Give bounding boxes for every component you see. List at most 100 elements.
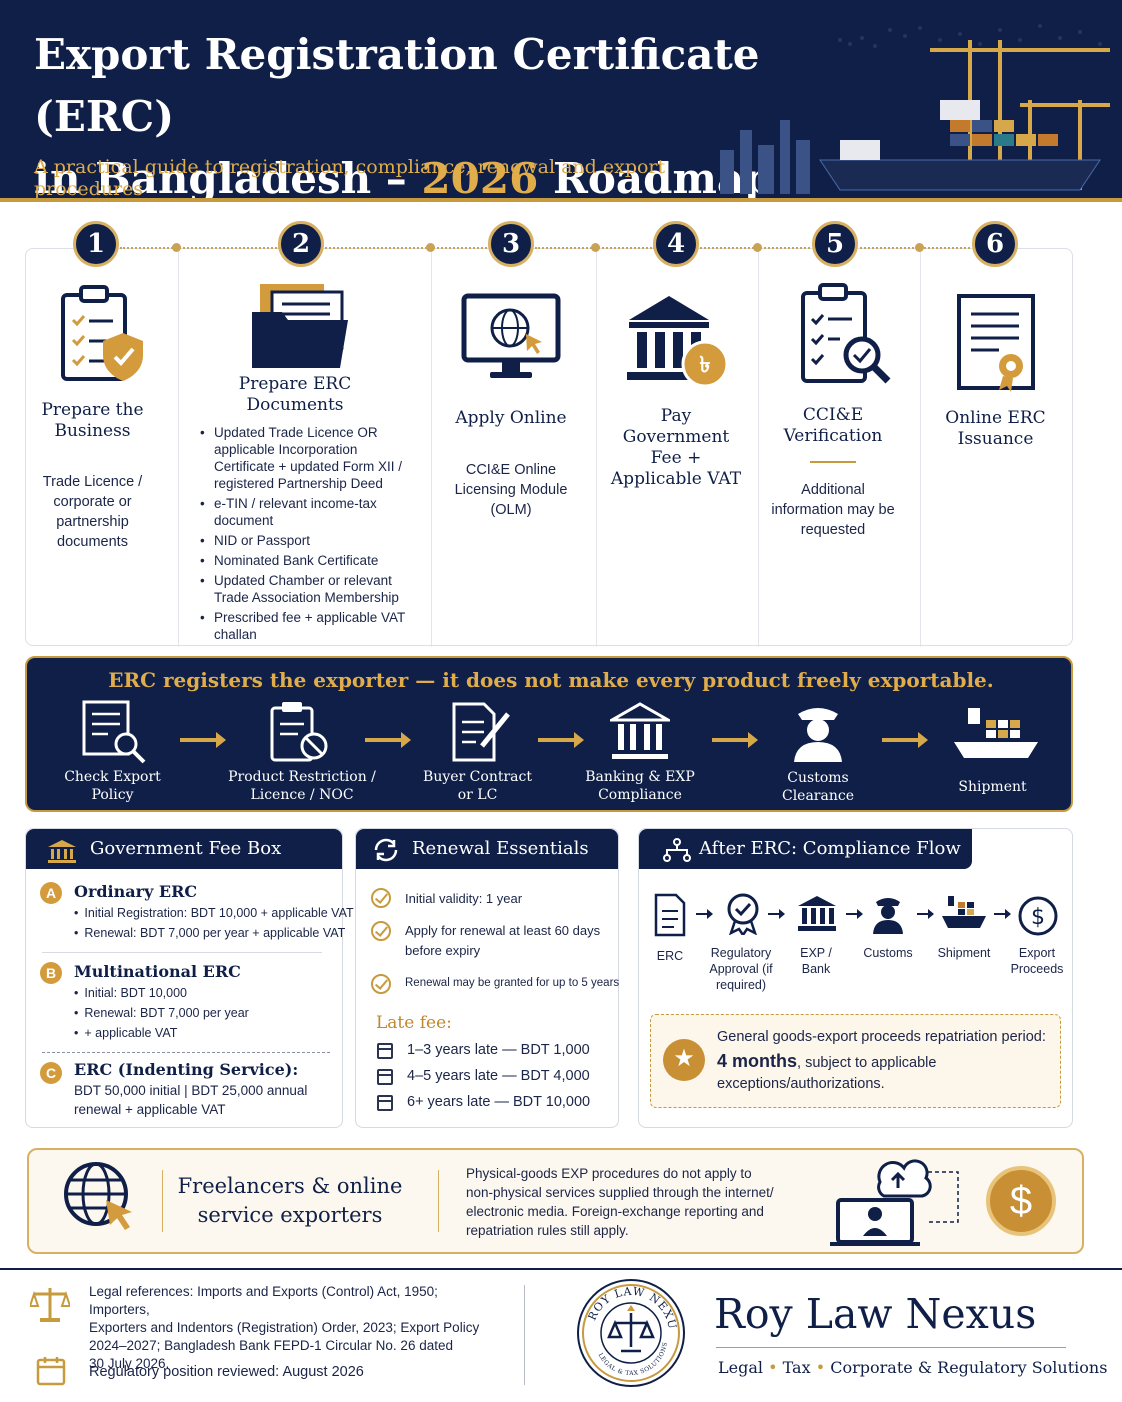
flow-arrow — [180, 732, 226, 748]
connector-dot — [915, 243, 924, 252]
page-subtitle: A practical guide to registration, compl… — [34, 156, 666, 200]
flow-arrow — [365, 732, 411, 748]
compliance-step: Customs — [863, 946, 913, 960]
renewal-item: Initial validity: 1 year — [405, 891, 523, 906]
dollar-coin-icon: $ — [986, 1166, 1056, 1236]
step-number-3: 3 — [488, 221, 534, 267]
repatriation-period: 4 months — [717, 1051, 798, 1071]
connector-dot — [426, 243, 435, 252]
svg-text:$: $ — [1031, 905, 1045, 930]
fee-box-title: Government Fee Box — [90, 838, 282, 859]
step-divider — [920, 249, 921, 647]
compliance-box-header: After ERC: Compliance Flow — [639, 829, 972, 869]
late-fee-title: Late fee: — [376, 1013, 452, 1033]
connector — [120, 247, 280, 249]
step-3-desc: CCI&E Online Licensing Module (OLM) — [454, 462, 568, 518]
check-icon — [371, 974, 391, 994]
flow-arrow — [882, 732, 928, 748]
banner-headline: ERC registers the exporter — it does not… — [108, 668, 994, 692]
svg-text:৳: ৳ — [700, 353, 711, 378]
flow-step-2: Product Restriction / Licence / NOC — [228, 769, 376, 803]
flow-step-6: Shipment — [958, 779, 1027, 795]
renewal-item: Apply for renewal at least 60 days — [405, 923, 601, 938]
bank-taka-icon: ৳ — [627, 296, 729, 388]
flow-arrow — [917, 909, 934, 919]
step-4-title: Pay Government Fee + Applicable VAT — [610, 406, 742, 489]
footer-rule — [0, 1268, 1122, 1270]
compliance-box-title: After ERC: Compliance Flow — [699, 838, 961, 859]
dollar-coin-icon: $ — [1018, 896, 1058, 936]
indenting-erc-title: ERC (Indenting Service): — [74, 1060, 299, 1079]
bank-icon — [798, 896, 836, 931]
compliance-step: Export Proceeds — [1010, 946, 1064, 976]
step-number-2: 2 — [278, 221, 324, 267]
note-line-2: 4 months, subject to applicable — [717, 1051, 937, 1071]
step-5-desc: Additional information may be requested — [771, 482, 895, 538]
renewal-box-header: Renewal Essentials — [356, 829, 618, 869]
cargo-ship-icon — [942, 896, 986, 928]
compliance-step: Shipment — [937, 946, 991, 960]
step-divider — [431, 249, 432, 647]
page-title: Export Registration Certificate (ERC) in… — [34, 24, 814, 202]
renewal-item: Renewal may be granted for up to 5 years — [405, 977, 620, 989]
repatriation-note: ★ General goods-export proceeds repatria… — [650, 1014, 1061, 1108]
list-item: Updated Chamber or relevant Trade Associ… — [198, 572, 418, 606]
header-rule — [0, 198, 1122, 202]
ordinary-erc-title: Ordinary ERC — [74, 882, 198, 901]
fee-item: + applicable VAT — [74, 1026, 177, 1040]
checklist-magnifier-icon — [801, 283, 891, 384]
freelancers-text: Physical-goods EXP procedures do not app… — [466, 1166, 774, 1238]
check-icon — [371, 888, 391, 908]
flow-arrow — [846, 909, 863, 919]
step-divider — [758, 249, 759, 647]
port-illustration — [720, 24, 1110, 194]
remote-work-illustration — [830, 1159, 959, 1246]
step-5-title: CCI&E Verification — [783, 405, 883, 446]
company-seal-logo: ROY LAW NEXUS LEGAL & TAX SOLUTIONS — [575, 1277, 685, 1387]
step-number-1: 1 — [73, 221, 119, 267]
flow-step-3: Buyer Contract or LC — [423, 769, 532, 803]
brand-rule — [716, 1347, 1066, 1348]
step-number-5: 5 — [812, 221, 858, 267]
list-item: Prescribed fee + applicable VAT challan — [198, 609, 418, 643]
brand-name: Roy Law Nexus — [714, 1290, 1037, 1338]
step-2-title: Prepare ERC Documents — [238, 374, 352, 415]
refresh-calendar-icon — [374, 838, 398, 862]
dollar-sign: $ — [1009, 1179, 1033, 1223]
step-divider — [178, 249, 179, 647]
fee-item: Initial Registration: BDT 10,000 + appli… — [74, 906, 353, 920]
approval-badge-icon — [727, 893, 759, 935]
fee-item: Renewal: BDT 7,000 per year + applicable… — [74, 926, 345, 940]
fee-box-header: Government Fee Box — [26, 829, 342, 869]
bank-building-icon — [610, 702, 670, 759]
list-item: e-TIN / relevant income-tax document — [198, 495, 418, 529]
customs-officer-icon — [794, 708, 842, 762]
note-line-3: exceptions/authorizations. — [717, 1076, 885, 1092]
flow-arrow — [994, 909, 1011, 919]
step-number-6: 6 — [972, 221, 1018, 267]
star-icon: ★ — [663, 1039, 705, 1081]
footer-divider — [524, 1285, 525, 1385]
header-banner: Export Registration Certificate (ERC) in… — [0, 0, 1122, 202]
restricted-clipboard-icon — [270, 702, 328, 762]
flow-arrow — [696, 909, 713, 919]
connector-dot — [591, 243, 600, 252]
list-item: NID or Passport — [198, 532, 418, 549]
fee-item: Renewal: BDT 7,000 per year — [74, 1006, 248, 1020]
fee-separator — [42, 952, 322, 953]
flow-arrow — [538, 732, 584, 748]
document-search-icon — [82, 700, 146, 764]
calendar-icon — [36, 1357, 66, 1386]
renewal-box-title: Renewal Essentials — [412, 838, 589, 859]
indenting-fee-line-1: BDT 50,000 initial | BDT 25,000 annual — [74, 1083, 308, 1098]
step-1-desc: Trade Licence / corporate or partnership… — [42, 474, 143, 550]
fee-box — [25, 828, 343, 1128]
workflow-icon — [663, 838, 691, 862]
flow-arrow — [712, 732, 758, 748]
step-5-divider — [810, 461, 856, 463]
calendar-icon — [377, 1069, 393, 1085]
list-item: Updated Trade Licence OR applicable Inco… — [198, 424, 418, 492]
compliance-step: ERC — [656, 949, 684, 963]
badge-c: C — [40, 1062, 62, 1084]
